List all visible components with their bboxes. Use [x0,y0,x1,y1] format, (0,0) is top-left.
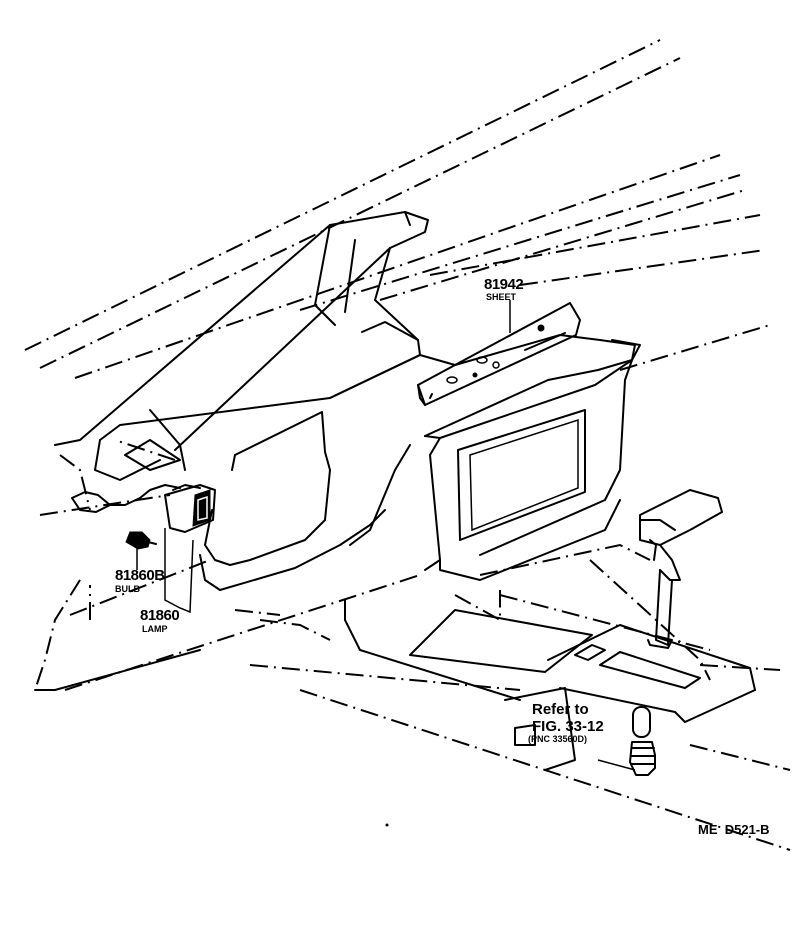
reference-line-1: Refer to [532,701,589,718]
lamp-81860 [71,484,216,533]
left-side-outline [34,439,421,691]
reference-line-3: (PNC 33560D) [528,734,588,744]
figure-code: ME D521-B [698,822,770,837]
lamp-part-number: 81860 [140,607,180,624]
center-panel-face [424,339,641,581]
center-console-outline [234,543,791,851]
sheet-part-number: 81942 [484,276,524,293]
windshield-outline [24,39,771,379]
dashboard-lower-panel [94,334,636,591]
sheet-81942 [417,300,581,406]
lamp-part-name: LAMP [142,624,168,634]
sheet-part-name: SHEET [486,292,517,302]
shift-knob-reference [629,706,656,776]
bulb-81860b [125,531,157,550]
bulb-part-number: 81860B [115,567,165,584]
shift-lever [639,489,723,649]
dashboard-upper-pad [54,211,429,471]
leader-lines [136,528,636,771]
bulb-part-name: BULB [115,584,140,594]
reference-line-2: FIG. 33-12 [532,718,604,735]
